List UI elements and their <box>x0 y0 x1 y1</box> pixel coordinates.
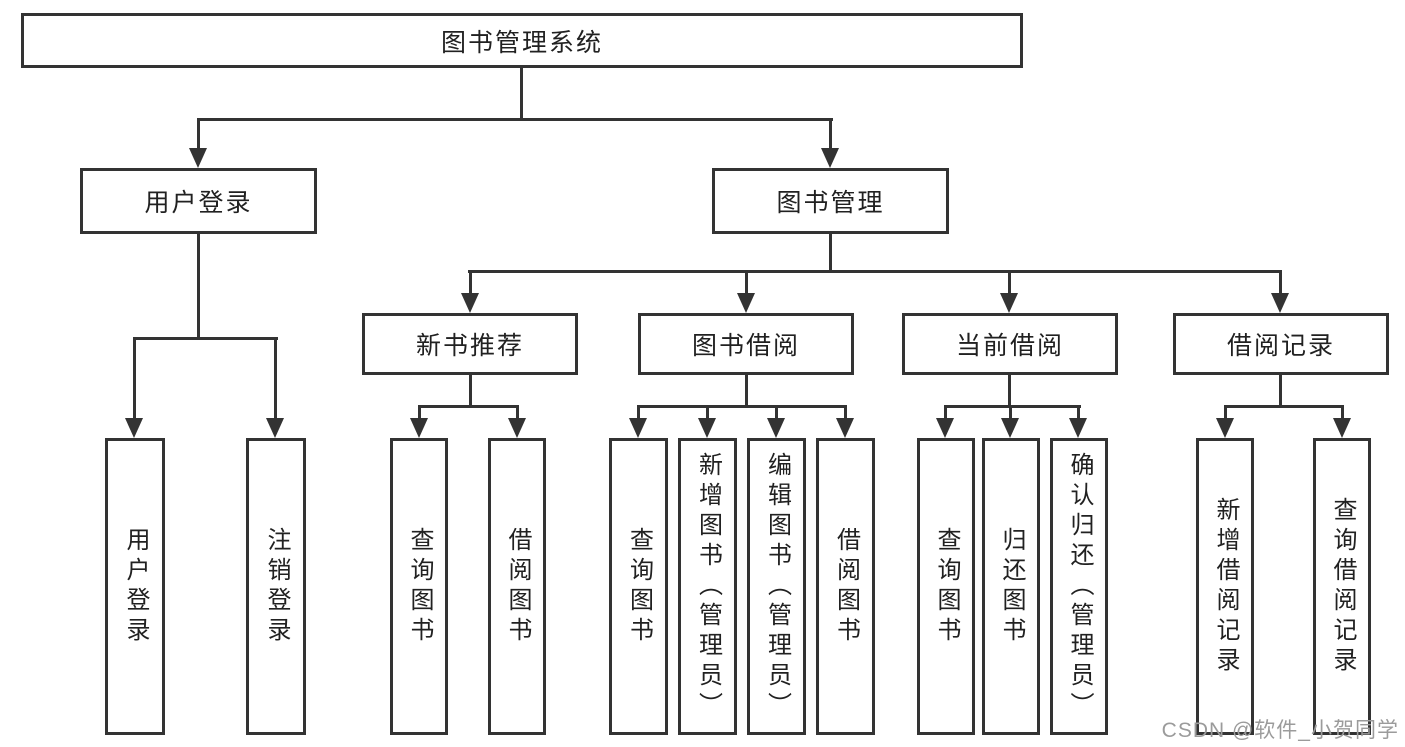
leaf-label: 查询借阅记录 <box>1329 496 1356 677</box>
leaf-label: 确认归还（管理员） <box>1066 451 1093 722</box>
csdn-watermark: CSDN @软件_小贺同学 <box>1161 719 1399 742</box>
arrow-down-icon <box>189 148 207 168</box>
connector-stem <box>745 375 748 408</box>
node-label: 当前借阅 <box>955 332 1064 360</box>
leaf-label: 查询图书 <box>625 526 653 647</box>
connector-stem <box>133 340 136 420</box>
leaf-label: 用户登录 <box>122 526 149 647</box>
leaf-label: 借阅图书 <box>832 526 860 647</box>
node-root-label: 图书管理系统 <box>440 28 603 57</box>
node-user-login: 用户登录 <box>80 168 317 234</box>
connector-stem <box>844 408 847 420</box>
node-label: 图书管理 <box>776 189 885 217</box>
arrow-down-icon <box>698 418 716 438</box>
connector-bus <box>637 405 847 408</box>
node-book-management: 图书管理 <box>712 168 949 234</box>
leaf-user-login: 用户登录 <box>105 438 165 735</box>
connector-bus <box>133 337 278 340</box>
arrow-down-icon <box>1216 418 1234 438</box>
leaf-query-books-borrowing: 查询图书 <box>609 438 668 735</box>
leaf-return-book: 归还图书 <box>982 438 1040 735</box>
connector-bus <box>944 405 1081 408</box>
arrow-down-icon <box>629 418 647 438</box>
node-new-book-recommend: 新书推荐 <box>362 313 578 375</box>
connector-stem <box>418 408 421 420</box>
connector-stem <box>1224 408 1227 420</box>
connector-stem <box>944 408 947 420</box>
connector-stem <box>1279 375 1282 408</box>
node-label: 新书推荐 <box>415 332 524 360</box>
arrow-down-icon <box>1333 418 1351 438</box>
connector-stem <box>1279 273 1282 295</box>
connector-stem <box>637 408 640 420</box>
arrow-down-icon <box>821 148 839 168</box>
leaf-add-borrow-record: 新增借阅记录 <box>1196 438 1254 735</box>
arrow-down-icon <box>508 418 526 438</box>
arrow-down-icon <box>1000 293 1018 313</box>
connector-stem <box>745 273 748 295</box>
node-label: 用户登录 <box>144 189 253 217</box>
connector-stem <box>469 273 472 295</box>
leaf-label: 借阅图书 <box>504 526 531 647</box>
arrow-down-icon <box>1271 293 1289 313</box>
connector-stem <box>1008 375 1011 408</box>
connector-stem <box>197 121 200 150</box>
arrow-down-icon <box>936 418 954 438</box>
leaf-label: 新增图书（管理员） <box>694 451 722 722</box>
node-label: 图书借阅 <box>691 332 800 360</box>
arrow-down-icon <box>461 293 479 313</box>
arrow-down-icon <box>266 418 284 438</box>
leaf-logout: 注销登录 <box>246 438 306 735</box>
leaf-borrow-books-borrowing: 借阅图书 <box>816 438 875 735</box>
leaf-label: 归还图书 <box>998 526 1025 647</box>
connector-l2-bus <box>197 118 833 121</box>
leaf-label: 新增借阅记录 <box>1212 496 1239 677</box>
connector-stem <box>197 234 200 340</box>
leaf-label: 查询图书 <box>933 526 960 647</box>
connector-stem <box>1009 408 1012 420</box>
connector-root-stem <box>520 68 523 121</box>
leaf-query-books-current: 查询图书 <box>917 438 975 735</box>
node-current-borrowing: 当前借阅 <box>902 313 1118 375</box>
arrow-down-icon <box>410 418 428 438</box>
connector-stem <box>706 408 709 420</box>
leaf-edit-book-admin: 编辑图书（管理员） <box>747 438 806 735</box>
leaf-query-books-recommend: 查询图书 <box>390 438 448 735</box>
arrow-down-icon <box>1001 418 1019 438</box>
connector-stem <box>1341 408 1344 420</box>
leaf-add-book-admin: 新增图书（管理员） <box>678 438 737 735</box>
connector-stem <box>829 234 832 273</box>
arrow-down-icon <box>125 418 143 438</box>
connector-l3-bus <box>468 270 1282 273</box>
node-label: 借阅记录 <box>1226 332 1335 360</box>
leaf-query-borrow-record: 查询借阅记录 <box>1313 438 1371 735</box>
connector-stem <box>516 408 519 420</box>
arrow-down-icon <box>737 293 755 313</box>
connector-stem <box>829 121 832 150</box>
leaf-label: 注销登录 <box>263 526 290 647</box>
connector-stem <box>1008 273 1011 295</box>
connector-stem <box>1077 408 1080 420</box>
leaf-confirm-return-admin: 确认归还（管理员） <box>1050 438 1108 735</box>
node-root: 图书管理系统 <box>21 13 1023 68</box>
arrow-down-icon <box>836 418 854 438</box>
leaf-label: 编辑图书（管理员） <box>763 451 791 722</box>
node-book-borrowing: 图书借阅 <box>638 313 854 375</box>
leaf-borrow-books-recommend: 借阅图书 <box>488 438 546 735</box>
leaf-label: 查询图书 <box>406 526 433 647</box>
arrow-down-icon <box>767 418 785 438</box>
connector-stem <box>775 408 778 420</box>
node-borrowing-records: 借阅记录 <box>1173 313 1389 375</box>
connector-bus <box>418 405 519 408</box>
connector-stem <box>469 375 472 408</box>
arrow-down-icon <box>1069 418 1087 438</box>
connector-stem <box>274 340 277 420</box>
connector-bus <box>1224 405 1344 408</box>
